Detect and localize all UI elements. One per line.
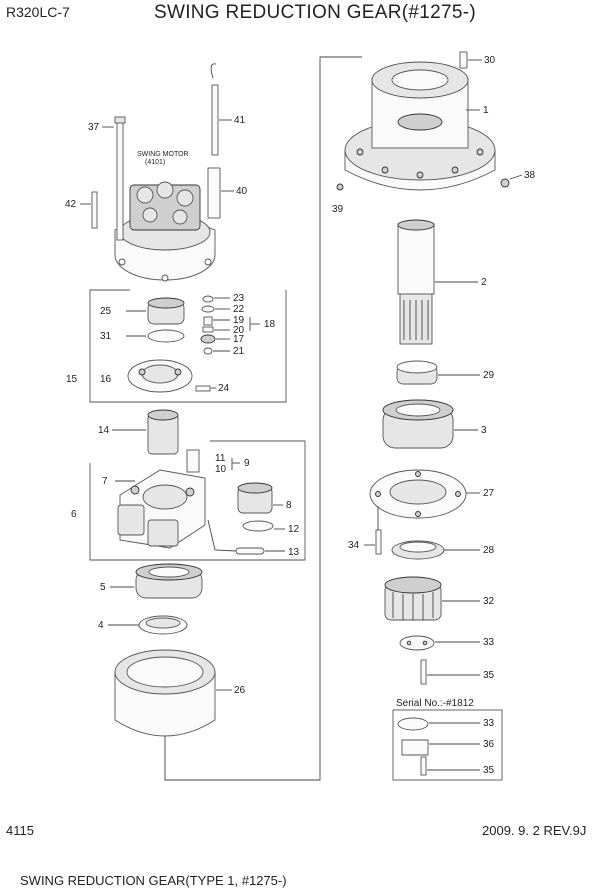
callout-27: 27 xyxy=(483,488,495,499)
part-11-pin xyxy=(186,449,200,473)
callout-2: 2 xyxy=(481,277,487,288)
group-6-frame xyxy=(89,440,306,561)
callout-13: 13 xyxy=(288,547,300,558)
callout-37: 37 xyxy=(88,122,100,133)
part-30-plug xyxy=(459,51,468,69)
inset-part-33-plate xyxy=(397,717,429,731)
part-21-ring xyxy=(203,347,213,355)
serial-inset-frame xyxy=(392,709,503,781)
part-35-bolt xyxy=(420,659,427,685)
callout-41: 41 xyxy=(234,115,246,126)
part-14-sun-gear xyxy=(147,409,179,455)
swing-motor-ref: (4101) xyxy=(145,159,165,166)
part-17-bearing xyxy=(200,334,216,344)
part-29-collar xyxy=(396,360,438,385)
part-20-seat xyxy=(202,326,214,333)
callout-8: 8 xyxy=(286,500,292,511)
callout-26: 26 xyxy=(234,685,246,696)
callout-7: 7 xyxy=(102,476,108,487)
model-number: R320LC-7 xyxy=(6,4,70,20)
part-1-housing xyxy=(344,61,496,191)
callout-31: 31 xyxy=(100,331,112,342)
callout-16: 16 xyxy=(100,374,112,385)
part-33-plate xyxy=(399,635,435,651)
callout-12: 12 xyxy=(288,524,300,535)
callout-23: 23 xyxy=(233,293,245,304)
part-26-ring-gear xyxy=(114,649,216,737)
part-25-gear xyxy=(147,297,185,325)
figure-caption: SWING REDUCTION GEAR(TYPE 1, #1275-) xyxy=(20,873,287,888)
part-22-ring xyxy=(201,305,215,313)
part-12-washer xyxy=(242,520,274,532)
callout-38: 38 xyxy=(524,170,536,181)
callout-32: 32 xyxy=(483,596,495,607)
part-34-bolt xyxy=(375,529,382,555)
part-24-pin xyxy=(195,385,211,392)
swing-motor-illustration xyxy=(114,181,216,282)
part-41-dipstick xyxy=(210,63,217,79)
callout-11: 11 xyxy=(215,453,226,464)
part-37-bolt xyxy=(116,119,124,241)
part-32-pinion xyxy=(384,576,442,621)
callout-14: 14 xyxy=(98,425,110,436)
callout-18: 18 xyxy=(264,319,276,330)
callout-5: 5 xyxy=(100,582,106,593)
date-revision: 2009. 9. 2 REV.9J xyxy=(482,823,587,838)
callout-20: 20 xyxy=(233,325,245,336)
callout-10: 10 xyxy=(215,464,227,475)
callout-21: 21 xyxy=(233,346,245,357)
part-28-seal xyxy=(391,540,445,560)
callout-42: 42 xyxy=(65,199,77,210)
part-40-pipe xyxy=(207,167,221,219)
part-31-washer xyxy=(147,329,185,343)
callout-39: 39 xyxy=(332,204,344,215)
assembly-connector-line xyxy=(164,56,362,781)
callout-19: 19 xyxy=(233,315,245,326)
part-5-bearing xyxy=(135,563,203,599)
serial-inset-title: Serial No.:-#1812 xyxy=(396,698,474,709)
part-27-cover xyxy=(369,469,467,519)
part-2-pinion-shaft xyxy=(397,219,435,345)
inset-callout-36: 36 xyxy=(483,739,495,750)
inset-callout-33: 33 xyxy=(483,718,495,729)
callout-6: 6 xyxy=(71,509,77,520)
callout-34: 34 xyxy=(348,540,360,551)
part-4-ring xyxy=(138,615,188,635)
callout-28: 28 xyxy=(483,545,495,556)
part-19-spring xyxy=(203,316,213,326)
callout-24: 24 xyxy=(218,383,230,394)
callout-33: 33 xyxy=(483,637,495,648)
part-39-plug xyxy=(336,183,344,191)
inset-part-36-lock-plate xyxy=(401,739,429,756)
group-15-frame xyxy=(89,289,287,403)
callout-25: 25 xyxy=(100,306,112,317)
part-38-plug xyxy=(500,178,510,188)
callout-30: 30 xyxy=(484,55,496,66)
part-16-carrier xyxy=(127,359,193,393)
inset-part-35-bolt xyxy=(420,756,427,776)
part-7-carrier xyxy=(117,469,206,549)
callout-40: 40 xyxy=(236,186,248,197)
callout-9: 9 xyxy=(244,458,250,469)
callout-17: 17 xyxy=(233,334,245,345)
part-3-bearing xyxy=(382,399,454,449)
swing-motor-label: SWING MOTOR xyxy=(137,151,189,158)
page-number: 4115 xyxy=(6,823,34,838)
callout-22: 22 xyxy=(233,304,245,315)
page-title: SWING REDUCTION GEAR(#1275-) xyxy=(154,2,476,23)
callout-3: 3 xyxy=(481,425,487,436)
part-13-pin xyxy=(235,547,265,555)
callout-15: 15 xyxy=(66,374,78,385)
part-42-bolt xyxy=(91,191,98,229)
callout-35: 35 xyxy=(483,670,495,681)
callout-4: 4 xyxy=(98,620,104,631)
part-8-planet-gear xyxy=(237,482,273,514)
part-23-ring xyxy=(202,295,214,303)
callout-1: 1 xyxy=(483,105,489,116)
callout-29: 29 xyxy=(483,370,495,381)
inset-callout-35: 35 xyxy=(483,765,495,776)
